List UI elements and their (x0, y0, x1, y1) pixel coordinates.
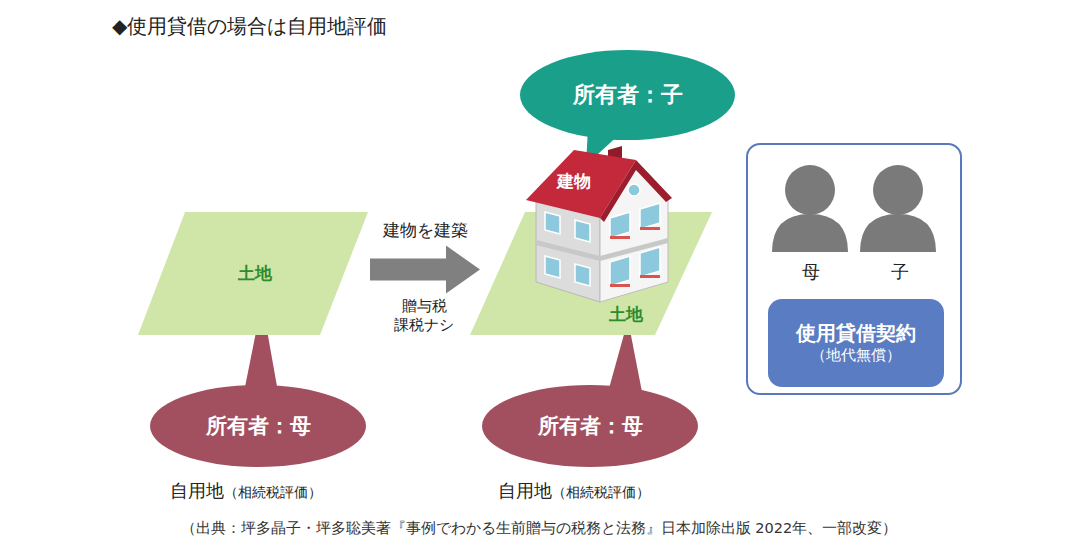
text-stack: 使用貸借契約（地代無償） (768, 299, 944, 387)
valuation-note: （相続税評価） (224, 484, 322, 502)
building-label: 建物 (557, 171, 591, 192)
ellipse-fill (520, 50, 735, 140)
tax-note: 贈与税 課税ナシ (376, 297, 472, 335)
node-text: 土地 (238, 263, 272, 284)
node-text: 子 (891, 261, 909, 284)
parallelogram-fill (470, 212, 712, 335)
ellipse-fill (482, 385, 698, 467)
land-parcel: 土地 (470, 212, 712, 335)
valuation-note: （相続税評価） (552, 484, 650, 502)
owner-callout: 所有者：母 (150, 385, 366, 467)
source-caption: （出典：坪多晶子・坪多聡美著『事例でわかる生前贈与の税務と法務』日本加除出版 2… (0, 519, 1078, 537)
label-row: 自用地（相続税評価） (170, 480, 322, 503)
node-text: （地代無償） (811, 346, 901, 365)
person-icons (772, 165, 936, 252)
ellipse-fill (150, 385, 366, 467)
parallelogram-shape (470, 212, 712, 335)
text-stack: 所有者：母 (150, 385, 366, 467)
diagram-title: ◆使用貸借の場合は自用地評価 (112, 14, 387, 39)
node-text: 所有者：母 (206, 413, 311, 439)
node-text: 使用貸借契約 (796, 321, 916, 346)
valuation-label: 自用地 (170, 480, 224, 503)
text-stack: 所有者：母 (482, 385, 698, 467)
parallelogram-fill (138, 212, 368, 335)
land-parcel: 土地 (138, 212, 368, 335)
node-text: 土地 (609, 304, 643, 325)
text-stack: 所有者：子 (520, 50, 735, 140)
owner-callout: 所有者：母 (482, 385, 698, 467)
node-text: 母 (802, 261, 820, 284)
edge-label: 建物を建築 (383, 220, 468, 241)
contract-box: 使用貸借契約（地代無償） (768, 299, 944, 387)
block-arrow (370, 246, 480, 294)
valuation-label: 自用地 (498, 480, 552, 503)
owner-callout: 所有者：子 (520, 50, 735, 140)
contract-panel: 母 子使用貸借契約（地代無償） (746, 143, 962, 395)
node-text: 所有者：子 (573, 81, 683, 109)
label-row: 自用地（相続税評価） (498, 480, 650, 503)
node-text: 所有者：母 (538, 413, 643, 439)
